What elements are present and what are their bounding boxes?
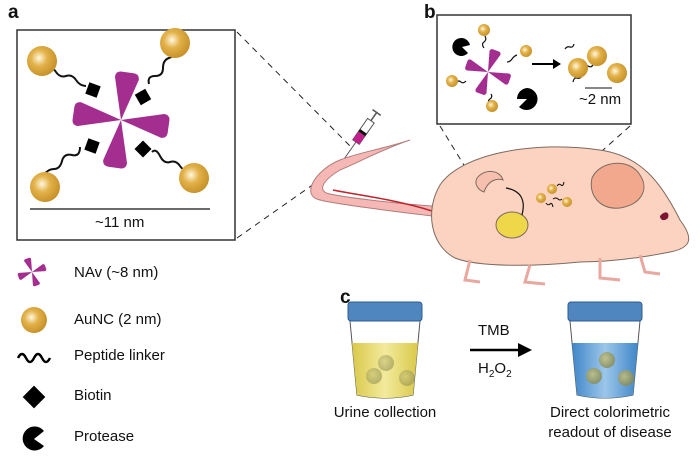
reaction-arrow-b: [532, 59, 561, 69]
syringe-icon: [342, 109, 382, 161]
panel-label-c: c: [340, 287, 351, 308]
panel-label-a: a: [8, 2, 19, 23]
caption-readout-line1: Direct colorimetric: [549, 404, 670, 421]
legend-label-linker: Peptide linker: [74, 347, 165, 364]
legend-label-aunc: AuNC (2 nm): [74, 311, 162, 328]
gold-nanoclusters-a: [27, 28, 209, 202]
protease-shapes: [452, 37, 538, 110]
protease-icon: [22, 426, 44, 451]
bladder: [495, 211, 529, 239]
blue-cup: [567, 301, 643, 399]
legend-label-biotin: Biotin: [74, 387, 112, 404]
gold-nanoclusters-b: [446, 24, 627, 112]
peptide-linker-icon: [16, 352, 52, 364]
scale-label-a: ~11 nm: [95, 214, 145, 231]
navidin-icon: [13, 253, 51, 291]
caption-urine-collection: Urine collection: [333, 404, 437, 421]
caption-readout-line2: readout of disease: [548, 424, 672, 441]
legend-label-protease: Protease: [74, 428, 135, 445]
zoom-lines-a: [236, 31, 353, 239]
urine-cup: [347, 301, 423, 399]
biotin-icon: [22, 385, 46, 409]
reagent-tmb: TMB: [478, 322, 510, 339]
gold-nanocluster-icon: [21, 307, 47, 333]
mouse-illustration: [310, 139, 690, 286]
biotin-markers: [84, 82, 152, 158]
reaction-arrow-c: [470, 343, 532, 357]
legend-label-navidin: NAv (~8 nm): [74, 264, 159, 281]
reagent-h2o2: H2O2: [478, 360, 512, 380]
panel-label-b: b: [424, 2, 436, 23]
scale-label-b: ~2 nm: [579, 91, 622, 108]
